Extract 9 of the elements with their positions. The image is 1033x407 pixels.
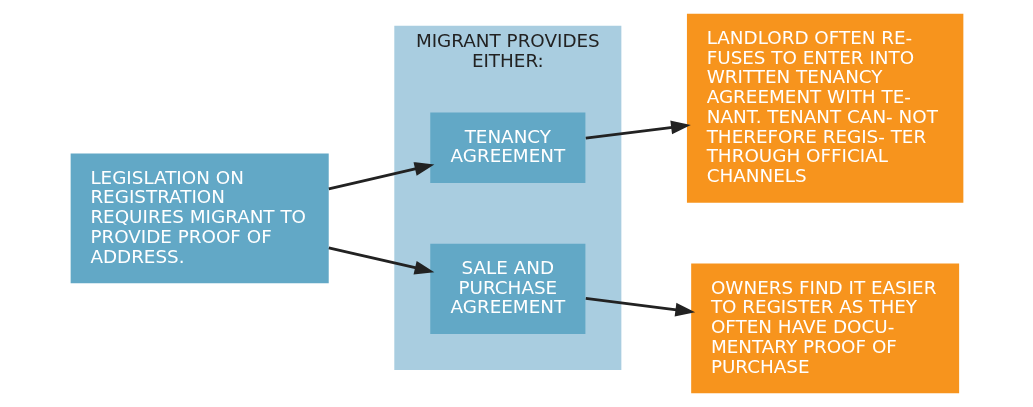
- node-box: SALE AND PURCHASE AGREEMENT: [429, 243, 585, 334]
- arrow: [585, 297, 695, 317]
- arrow: [328, 162, 434, 191]
- node-box: LANDLORD OFTEN RE- FUSES TO ENTER INTO WRITTEN TENANCY AGREEMENT WITH TE- NANT. TENANT CAN- NOT THEREFORE REGIS- TER THROUGH OFFICIAL CHANNELS: [686, 13, 963, 203]
- node-box: OWNERS FIND IT EASIER TO REGISTER AS THEY OFTEN HAVE DOCU- MENTARY PROOF OF PURCHASE: [690, 263, 959, 394]
- node-box: LEGISLATION ON REGISTRATION REQUIRES MIGRANT TO PROVIDE PROOF OF ADDRESS.: [70, 153, 329, 284]
- arrow: [585, 120, 691, 140]
- node-box: TENANCY AGREEMENT: [429, 112, 585, 184]
- arrow: [328, 246, 434, 275]
